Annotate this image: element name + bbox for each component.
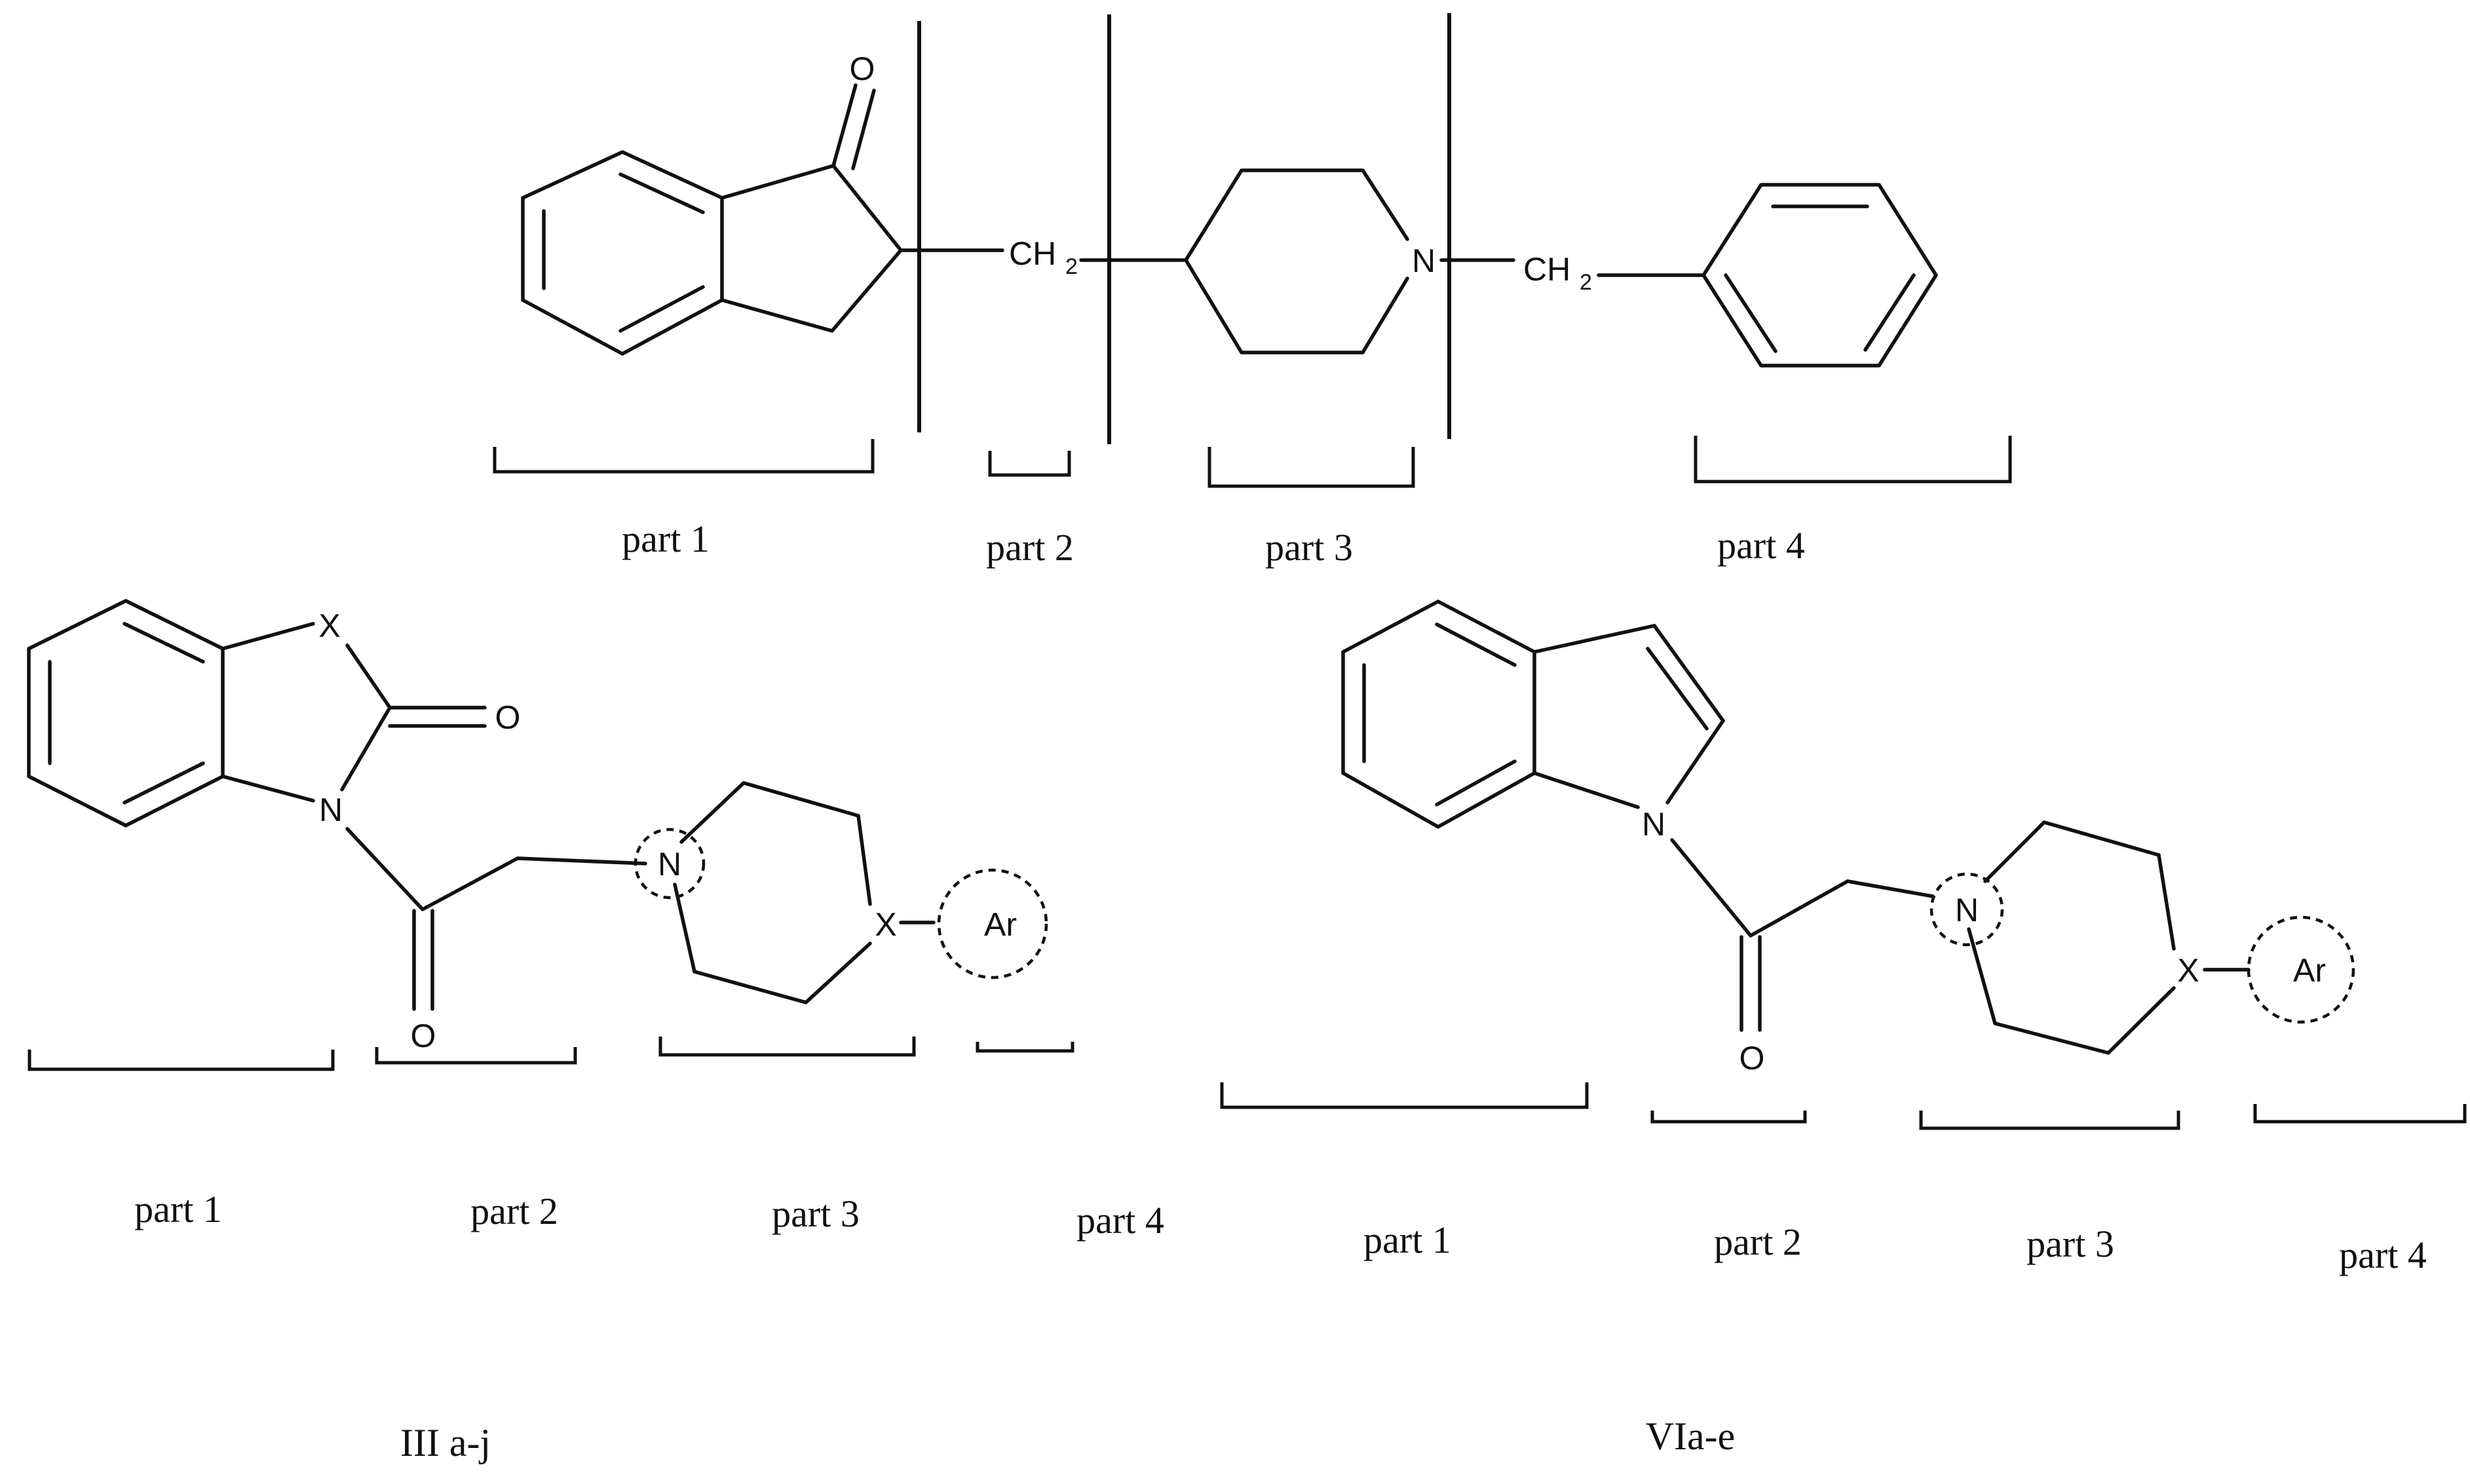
right-brackets — [1220, 1082, 2467, 1130]
part-separators — [917, 13, 1451, 444]
left-compound-structure: X O N O N X Ar — [27, 599, 1048, 1054]
left-part-1-label: part 1 — [134, 1188, 222, 1230]
left-piperazine-nitrogen-label: N — [658, 846, 681, 883]
right-part-3-label: part 3 — [2026, 1223, 2114, 1265]
left-carbonyl-oxygen-label: O — [411, 1018, 436, 1054]
right-indole-nitrogen-label: N — [1642, 806, 1665, 843]
left-x-ring-label: X — [318, 607, 340, 644]
piperidine-nitrogen-label: N — [1412, 242, 1435, 279]
left-part-3-label: part 3 — [772, 1192, 860, 1235]
top-part-1-label: part 1 — [622, 518, 710, 560]
carbonyl-oxygen-label: O — [850, 50, 875, 87]
methylene-label-1: CH — [1009, 235, 1056, 272]
left-part-labels: part 1 part 2 part 3 part 4 — [134, 1188, 1164, 1242]
left-aryl-label: Ar — [984, 906, 1017, 943]
top-part-4-label: part 4 — [1717, 524, 1805, 567]
right-piperazine-x-label: X — [2177, 952, 2199, 989]
methylene-label-2: CH — [1523, 251, 1570, 288]
methylene-subscript-2: 2 — [1580, 270, 1592, 295]
right-part-2-label: part 2 — [1714, 1221, 1802, 1263]
right-part-1-label: part 1 — [1363, 1219, 1451, 1261]
top-part-2-label: part 2 — [986, 526, 1074, 569]
left-part-2-label: part 2 — [470, 1190, 558, 1232]
left-part-4-label: part 4 — [1076, 1199, 1164, 1242]
methylene-subscript-1: 2 — [1065, 254, 1078, 279]
right-series-caption: VIa-e — [1646, 1415, 1736, 1458]
top-compound-structure: O CH 2 N CH 2 — [521, 50, 1938, 368]
right-part-4-label: part 4 — [2339, 1234, 2427, 1276]
left-series-caption: III a-j — [400, 1421, 491, 1464]
left-piperazine-x-label: X — [875, 906, 896, 943]
top-part-labels: part 1 part 2 part 3 part 4 — [622, 518, 1805, 569]
left-ring-nitrogen-label: N — [319, 791, 343, 828]
right-compound-structure: N O N X Ar — [1341, 599, 2355, 1076]
right-aryl-label: Ar — [2293, 952, 2326, 989]
right-part-labels: part 1 part 2 part 3 part 4 — [1363, 1219, 2427, 1276]
right-piperazine-nitrogen-label: N — [1955, 892, 1979, 928]
right-carbonyl-oxygen-label: O — [1739, 1040, 1765, 1076]
top-part-3-label: part 3 — [1265, 526, 1353, 569]
left-brackets — [28, 1037, 1074, 1071]
left-ring-oxygen-label: O — [495, 699, 521, 736]
top-brackets — [493, 436, 2012, 488]
